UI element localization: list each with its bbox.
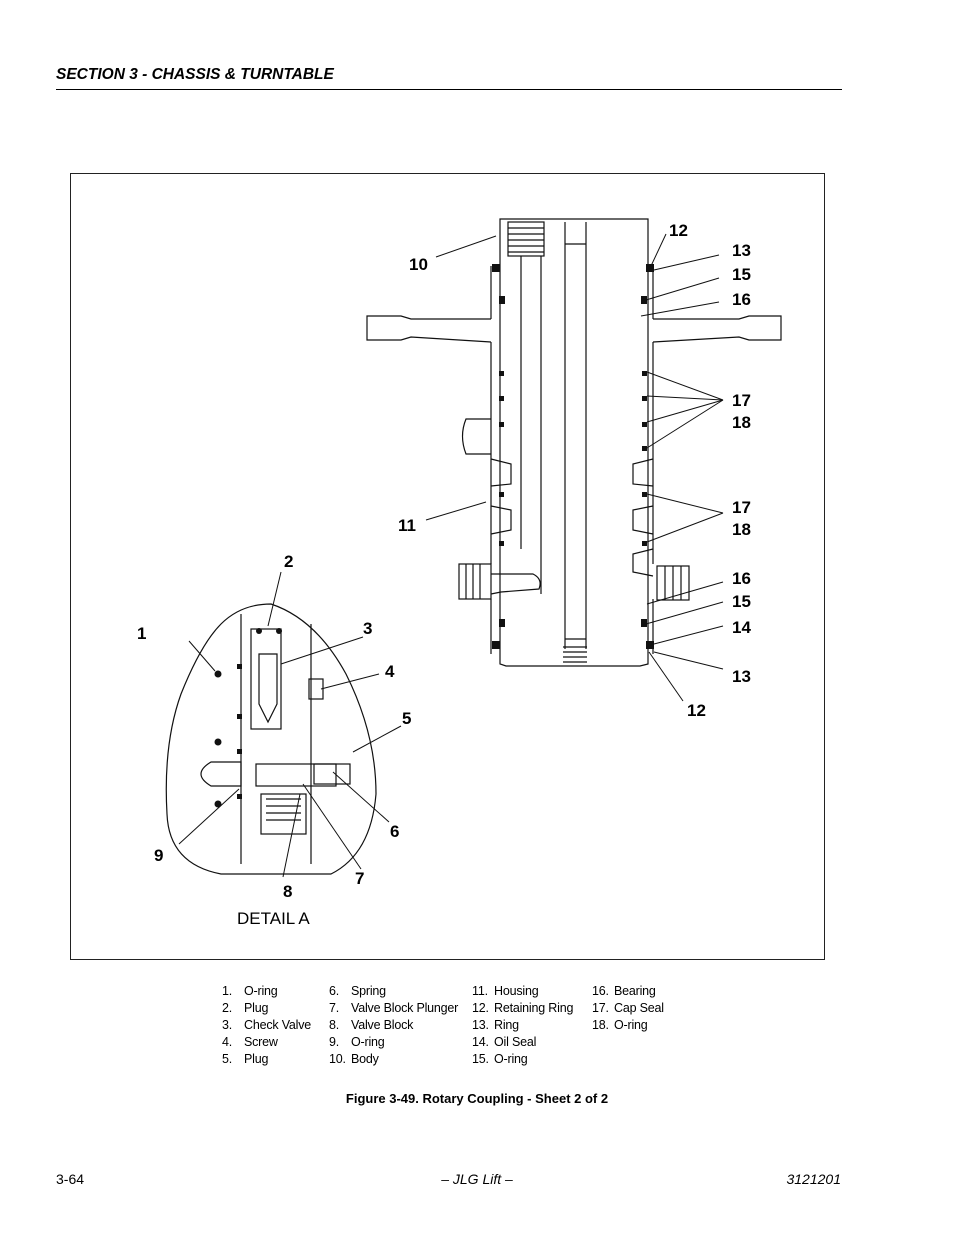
legend-item: 14.Oil Seal	[472, 1035, 537, 1049]
figure-caption: Figure 3-49. Rotary Coupling - Sheet 2 o…	[345, 1091, 609, 1106]
legend-item: 4.Screw	[222, 1035, 278, 1049]
callout-18-a: 18	[732, 413, 751, 432]
callout-1: 1	[137, 624, 146, 643]
legend-item: 6.Spring	[329, 984, 386, 998]
callout-9: 9	[154, 846, 163, 865]
callout-6: 6	[390, 822, 399, 841]
footer-brand: – JLG Lift –	[441, 1171, 513, 1187]
section-header: SECTION 3 - CHASSIS & TURNTABLE	[56, 66, 334, 83]
rotary-coupling-drawing: 10 12 13 15 16 17 18 17 18 11 16 15 14 1…	[137, 218, 782, 928]
callout-13-bottom: 13	[732, 667, 751, 686]
callout-5: 5	[402, 709, 411, 728]
legend-column-4: 16.Bearing 17.Cap Seal 18.O-ring	[592, 983, 664, 1034]
callout-14: 14	[732, 618, 751, 637]
callout-labels: 10 12 13 15 16 17 18 17 18 11 16 15 14 1…	[137, 221, 751, 928]
callout-16-bottom: 16	[732, 569, 751, 588]
callout-7: 7	[355, 869, 364, 888]
legend-column-3: 11.Housing 12.Retaining Ring 13.Ring 14.…	[472, 983, 573, 1068]
legend-item: 16.Bearing	[592, 984, 656, 998]
page-number: 3-64	[56, 1171, 85, 1187]
callout-2: 2	[284, 552, 293, 571]
legend-item: 8.Valve Block	[329, 1018, 414, 1032]
legend-item: 13.Ring	[472, 1018, 519, 1032]
callout-15-top: 15	[732, 265, 751, 284]
callout-10: 10	[409, 255, 428, 274]
callout-18-b: 18	[732, 520, 751, 539]
legend-item: 7.Valve Block Plunger	[329, 1001, 459, 1015]
legend-item: 9.O-ring	[329, 1035, 385, 1049]
legend-item: 3.Check Valve	[222, 1018, 312, 1032]
legend-item: 12.Retaining Ring	[472, 1001, 574, 1015]
document-number: 3121201	[786, 1171, 841, 1187]
legend-item: 11.Housing	[472, 984, 539, 998]
callout-3: 3	[363, 619, 372, 638]
header-rule	[56, 89, 842, 90]
callout-15-bottom: 15	[732, 592, 751, 611]
legend-item: 1.O-ring	[222, 984, 278, 998]
legend-item: 5.Plug	[222, 1052, 269, 1066]
legend-item: 18.O-ring	[592, 1018, 648, 1032]
legend-column-1: 1.O-ring 2.Plug 3.Check Valve 4.Screw 5.…	[222, 983, 311, 1068]
callout-11: 11	[398, 516, 416, 535]
legend-item: 17.Cap Seal	[592, 1001, 664, 1015]
callout-12-top: 12	[669, 221, 688, 240]
callout-4: 4	[385, 662, 395, 681]
figure-frame: 10 12 13 15 16 17 18 17 18 11 16 15 14 1…	[70, 173, 825, 960]
callout-17-b: 17	[732, 498, 751, 517]
callout-17-a: 17	[732, 391, 751, 410]
legend-column-2: 6.Spring 7.Valve Block Plunger 8.Valve B…	[329, 983, 458, 1068]
detail-a-label: DETAIL A	[237, 909, 310, 928]
legend-item: 2.Plug	[222, 1001, 269, 1015]
callout-12-bottom: 12	[687, 701, 706, 720]
callout-16-top: 16	[732, 290, 751, 309]
legend-item: 15.O-ring	[472, 1052, 528, 1066]
detail-a-drawing	[165, 603, 377, 875]
leader-lines	[178, 233, 724, 878]
seal-marks	[492, 264, 654, 649]
legend-item: 10.Body	[329, 1052, 379, 1066]
callout-8: 8	[283, 882, 292, 901]
callout-13-top: 13	[732, 241, 751, 260]
coupling-body-drawing	[366, 218, 782, 667]
detail-a-marks	[214, 628, 282, 808]
